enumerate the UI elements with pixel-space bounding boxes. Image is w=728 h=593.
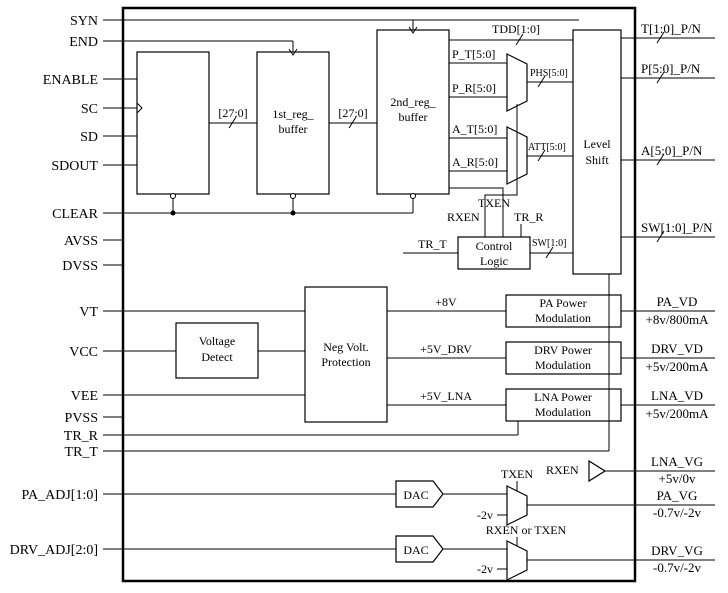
voltage-detect-label-2: Detect <box>201 350 233 364</box>
tdd-label: TDD[1:0] <box>492 22 540 36</box>
dac-2-label: DAC <box>403 543 428 557</box>
lna-vg-label: LNA_VG <box>651 454 703 469</box>
dvss-label: DVSS <box>62 259 98 274</box>
pa-power-label-1: PA Power <box>539 296 586 310</box>
a-r-label: A_R[5:0] <box>452 155 498 169</box>
pvss-label: PVSS <box>65 411 98 426</box>
pa-power-label-2: Modulation <box>535 311 591 325</box>
a-t-label: A_T[5:0] <box>452 122 497 136</box>
level-shift-label-2: Shift <box>585 153 609 167</box>
voltage-detect-block <box>175 322 259 379</box>
reg2-label-1: 2nd_reg_ <box>390 95 436 109</box>
reg2-buffer-block <box>376 29 450 195</box>
phs-label: PHS[5:0] <box>530 68 568 79</box>
drv-power-modulation-block <box>505 341 622 375</box>
pa-vg-spec: -0.7v/-2v <box>653 505 702 520</box>
drv-vg-label: DRV_VG <box>651 543 703 558</box>
neg2v-a-label: -2v <box>477 508 493 522</box>
t-out-label: T[1:0]_P/N <box>641 21 702 36</box>
lna-vg-spec: +5v/0v <box>659 471 696 486</box>
rxen-or-txen-label: RXEN or TXEN <box>486 523 567 537</box>
drv-vd-label: DRV_VD <box>651 341 703 356</box>
syn-label: SYN <box>70 14 98 29</box>
tr-t-int-label: TR_T <box>418 237 447 251</box>
neg2v-b-label: -2v <box>477 562 493 576</box>
reg1-label-1: 1st_reg_ <box>272 107 314 121</box>
p-out-label: P[5:0]_P/N <box>641 61 701 76</box>
reg2-label-2: buffer <box>398 110 427 124</box>
control-label-2: Logic <box>480 254 508 268</box>
bus-label-1: [27:0] <box>218 106 247 120</box>
negvolt-label-2: Protection <box>321 355 370 369</box>
p-t-label: P_T[5:0] <box>452 47 495 61</box>
pa-vd-label: PA_VD <box>657 294 698 309</box>
drv-adj-label: DRV_ADJ[2:0] <box>10 543 98 558</box>
dac-1-label: DAC <box>403 488 428 502</box>
rail-drv-label: +5V_DRV <box>420 342 472 356</box>
avss-label: AVSS <box>64 234 98 249</box>
pa-vg-label: PA_VG <box>657 488 698 503</box>
voltage-detect-label-1: Voltage <box>199 334 235 348</box>
a-out-label: A[5:0]_P/N <box>641 143 703 158</box>
level-shift-block <box>572 29 622 275</box>
negvolt-label-1: Neg Volt. <box>323 340 369 354</box>
rail-lna-label: +5V_LNA <box>420 389 472 403</box>
lna-power-label-1: LNA Power <box>534 390 592 404</box>
pa-vd-spec: +8v/800mA <box>646 312 710 327</box>
reg1-label-2: buffer <box>278 122 307 136</box>
vee-label: VEE <box>71 389 98 404</box>
neg-volt-protection-block <box>304 286 388 423</box>
vt-label: VT <box>79 305 98 320</box>
rxen-buffer <box>588 459 607 483</box>
drv-power-label-1: DRV Power <box>534 343 592 357</box>
lna-power-label-2: Modulation <box>535 405 591 419</box>
sw-int-label: SW[1:0] <box>532 238 566 249</box>
drv-power-label-2: Modulation <box>535 358 591 372</box>
drv-vd-spec: +5v/200mA <box>646 359 710 374</box>
att-label: ATT[5:0] <box>528 142 566 153</box>
bus-label-2: [27:0] <box>338 106 367 120</box>
lna-vd-label: LNA_VD <box>651 388 703 403</box>
end-label: END <box>69 35 98 50</box>
pa-vg-mux <box>506 485 528 526</box>
chip-boundary <box>121 6 637 583</box>
phase-mux <box>506 53 528 112</box>
pa-adj-label: PA_ADJ[1:0] <box>22 488 99 503</box>
lna-power-modulation-block <box>505 388 622 422</box>
tr-t-label: TR_T <box>65 445 99 460</box>
tr-r-int-label: TR_R <box>514 210 543 224</box>
tr-r-label: TR_R <box>64 429 99 444</box>
drv-vg-mux <box>506 540 528 581</box>
p-r-label: P_R[5:0] <box>452 81 496 95</box>
sdout-label: SDOUT <box>51 159 98 174</box>
rxen-buf-label: RXEN <box>546 463 579 477</box>
sc-label: SC <box>81 102 98 117</box>
sw-out-label: SW[1:0]_P/N <box>641 220 713 235</box>
txen-int-label: TXEN <box>478 196 510 210</box>
txen-mux-label: TXEN <box>501 467 533 481</box>
rail-8v-label: +8V <box>435 295 457 309</box>
lna-vd-spec: +5v/200mA <box>646 406 710 421</box>
enable-label: ENABLE <box>43 73 98 88</box>
rxen-int-label: RXEN <box>447 210 480 224</box>
clear-label: CLEAR <box>52 207 99 222</box>
drv-vg-spec: -0.7v/-2v <box>653 560 702 575</box>
vcc-label: VCC <box>69 345 98 360</box>
control-label-1: Control <box>476 239 513 253</box>
level-shift-label-1: Level <box>583 137 611 151</box>
sd-label: SD <box>80 130 98 145</box>
dac-1 <box>395 480 444 508</box>
shift-register-block <box>136 51 210 195</box>
pa-power-modulation-block <box>505 294 622 328</box>
dac-2 <box>395 535 444 563</box>
